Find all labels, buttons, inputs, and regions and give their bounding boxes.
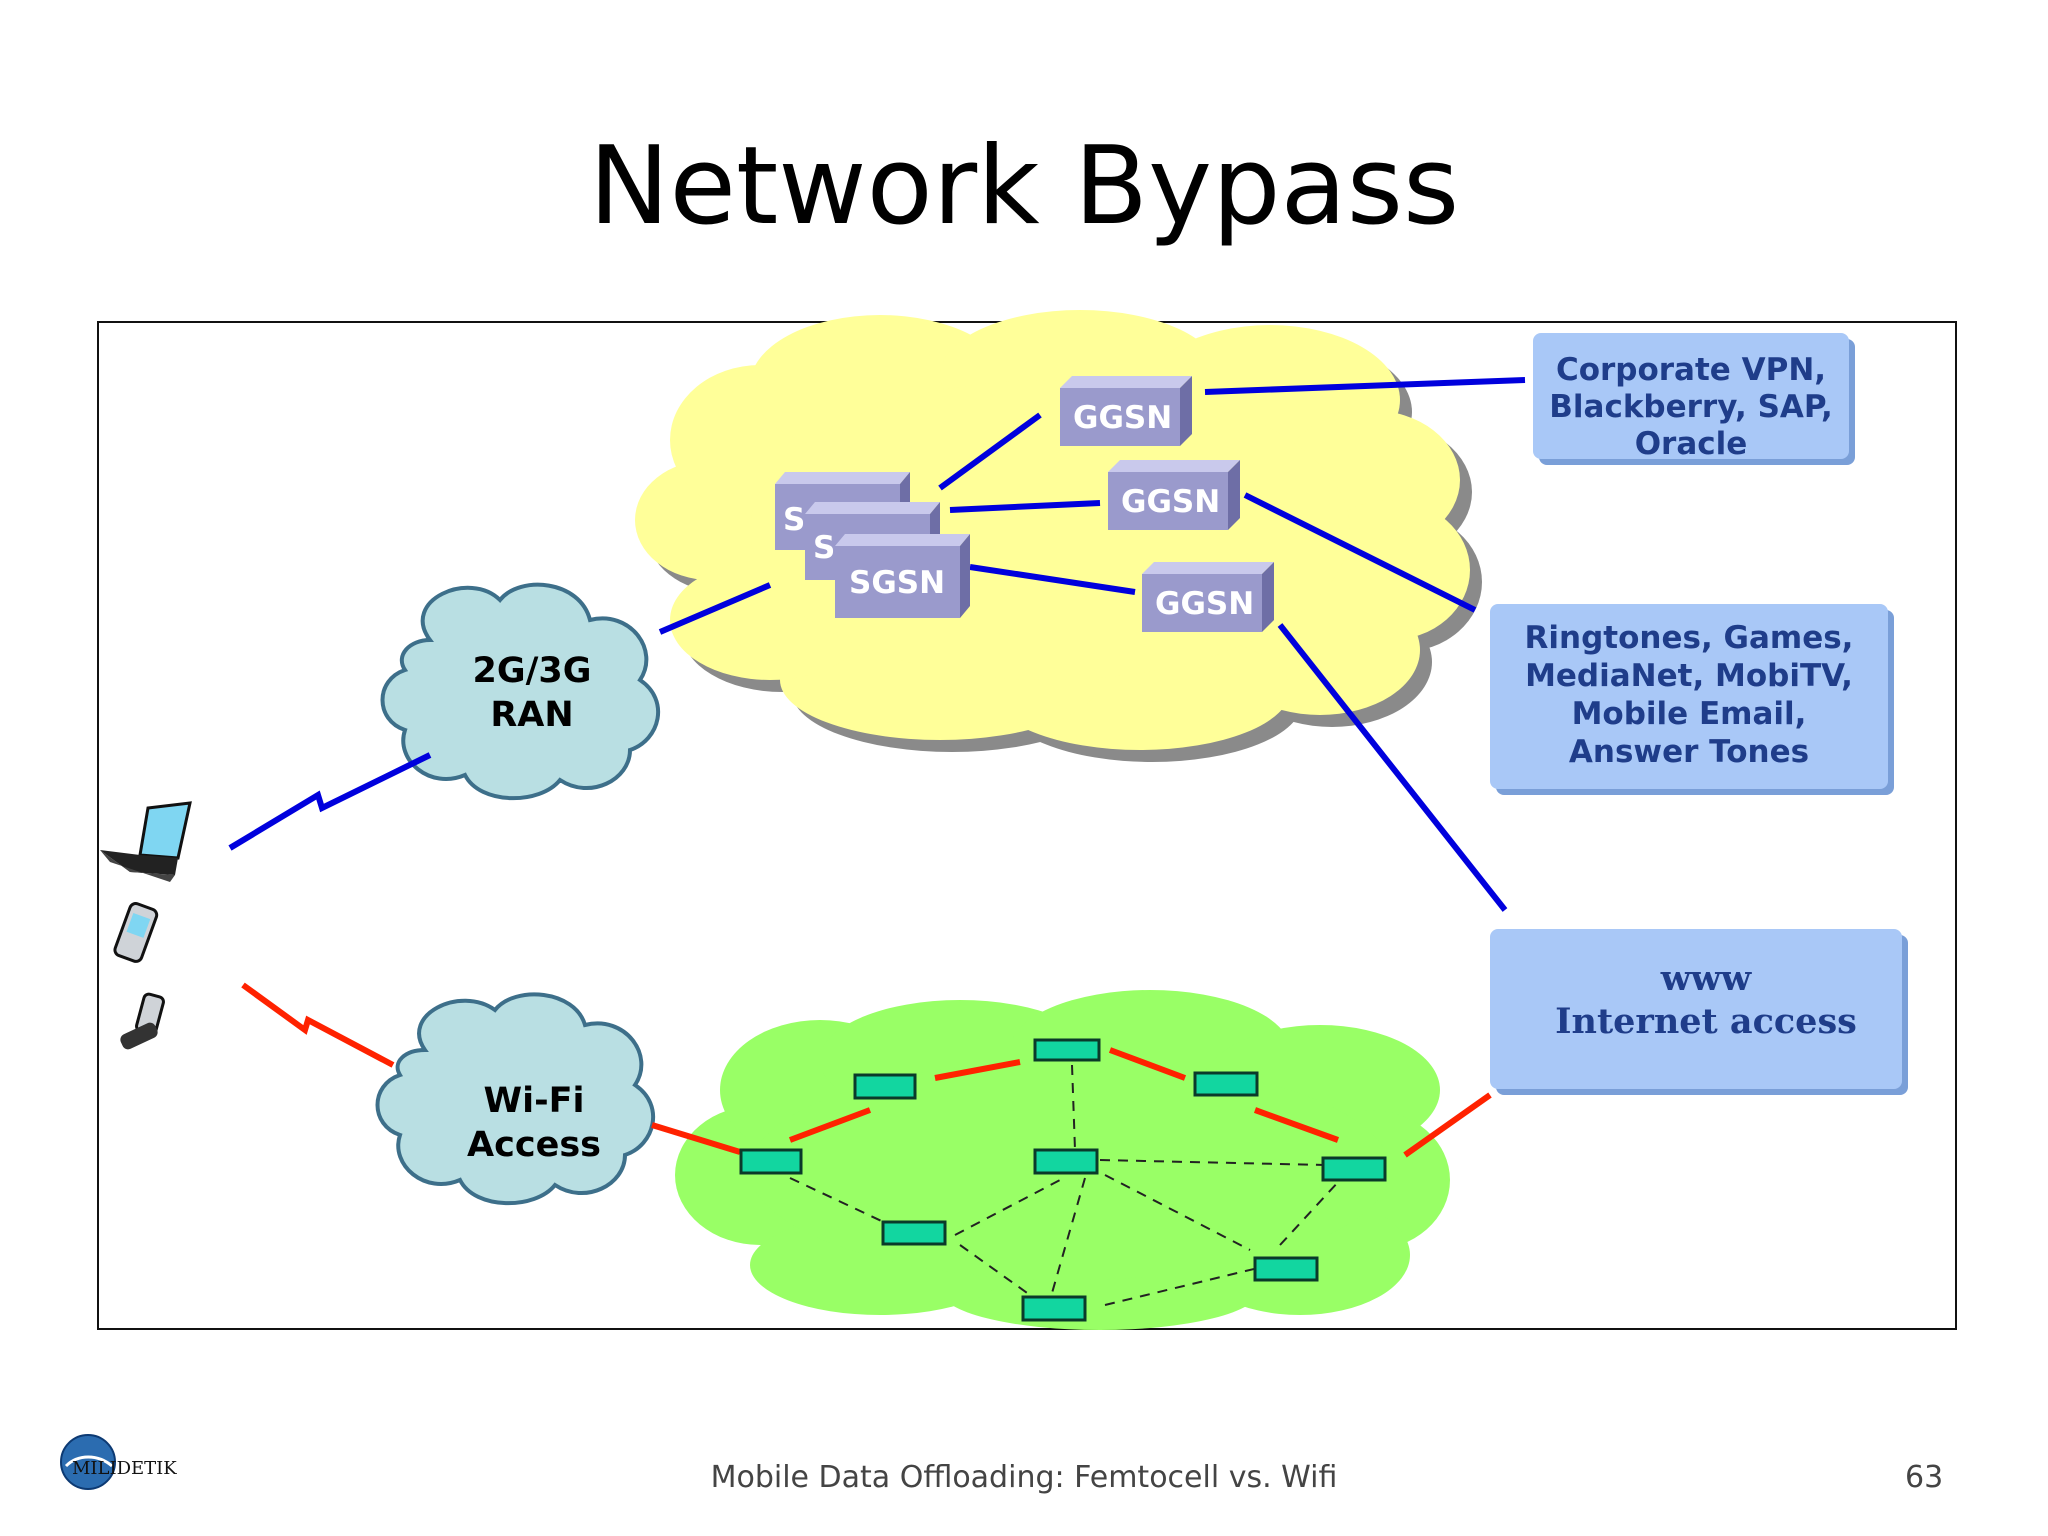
sgsn-middle-label: S bbox=[813, 530, 835, 566]
content-box-line2: MediaNet, MobiTV, bbox=[1525, 658, 1853, 694]
logo-text: MILIDETIK bbox=[72, 1458, 177, 1479]
wifi-cloud-label-line2: Access bbox=[467, 1125, 601, 1165]
ggsn-2-label: GGSN bbox=[1121, 484, 1220, 520]
sgsn-back-label: S bbox=[783, 502, 805, 538]
mesh-node bbox=[1021, 1295, 1087, 1322]
corporate-box-line3: Oracle bbox=[1635, 426, 1748, 462]
corporate-services-box: Corporate VPN, Blackberry, SAP, Oracle bbox=[1533, 333, 1855, 465]
cellular-links bbox=[228, 377, 1526, 912]
content-box-line4: Answer Tones bbox=[1569, 734, 1809, 770]
sgsn-node: SGSN bbox=[835, 534, 970, 618]
mesh-node bbox=[881, 1220, 947, 1246]
mesh-node bbox=[1321, 1156, 1387, 1182]
internet-box-line1: www bbox=[1660, 958, 1752, 999]
wifi-cloud-label-line1: Wi-Fi bbox=[483, 1081, 584, 1121]
mesh-node bbox=[1033, 1148, 1099, 1175]
ran-cloud-label-line1: 2G/3G bbox=[473, 651, 592, 691]
wifi-links bbox=[241, 982, 1492, 1158]
content-box-line1: Ringtones, Games, bbox=[1525, 620, 1854, 656]
mesh-nodes bbox=[739, 1038, 1387, 1322]
flip-phone-icon bbox=[120, 992, 165, 1050]
laptop-icon bbox=[100, 801, 192, 882]
slide-footer: Mobile Data Offloading: Femtocell vs. Wi… bbox=[710, 1460, 1338, 1495]
milidetik-logo: MILIDETIK bbox=[58, 1432, 198, 1497]
ggsn-node-1: GGSN bbox=[1060, 376, 1192, 446]
sgsn-stack: S S SGSN bbox=[775, 472, 970, 618]
wifi-radio-link bbox=[241, 982, 395, 1068]
ggsn-node-2: GGSN bbox=[1108, 460, 1240, 530]
cellular-radio-link bbox=[228, 752, 432, 851]
mesh-node bbox=[1193, 1071, 1259, 1097]
ggsn-3-label: GGSN bbox=[1155, 586, 1254, 622]
mesh-node bbox=[739, 1148, 803, 1175]
page-number: 63 bbox=[1905, 1460, 1944, 1495]
mesh-node bbox=[1033, 1038, 1101, 1062]
content-box-line3: Mobile Email, bbox=[1572, 696, 1807, 732]
mesh-node bbox=[1253, 1256, 1319, 1282]
mesh-dashed-links bbox=[789, 1064, 1341, 1306]
sgsn-label: SGSN bbox=[849, 565, 945, 601]
ran-cloud bbox=[380, 582, 660, 801]
corporate-box-line1: Corporate VPN, bbox=[1556, 352, 1826, 388]
ggsn-node-3: GGSN bbox=[1142, 562, 1274, 632]
internet-access-box: www Internet access bbox=[1490, 929, 1908, 1095]
ggsn-1-label: GGSN bbox=[1073, 400, 1172, 436]
mesh-node bbox=[853, 1073, 917, 1100]
slide-title: Network Bypass bbox=[588, 124, 1460, 249]
internet-box-line2: Internet access bbox=[1555, 1001, 1857, 1042]
smartphone-icon bbox=[113, 902, 159, 963]
content-services-box: Ringtones, Games, MediaNet, MobiTV, Mobi… bbox=[1490, 604, 1894, 795]
ran-cloud-label-line2: RAN bbox=[490, 695, 573, 735]
corporate-box-line2: Blackberry, SAP, bbox=[1549, 389, 1832, 425]
wifi-access-cloud bbox=[375, 992, 655, 1206]
